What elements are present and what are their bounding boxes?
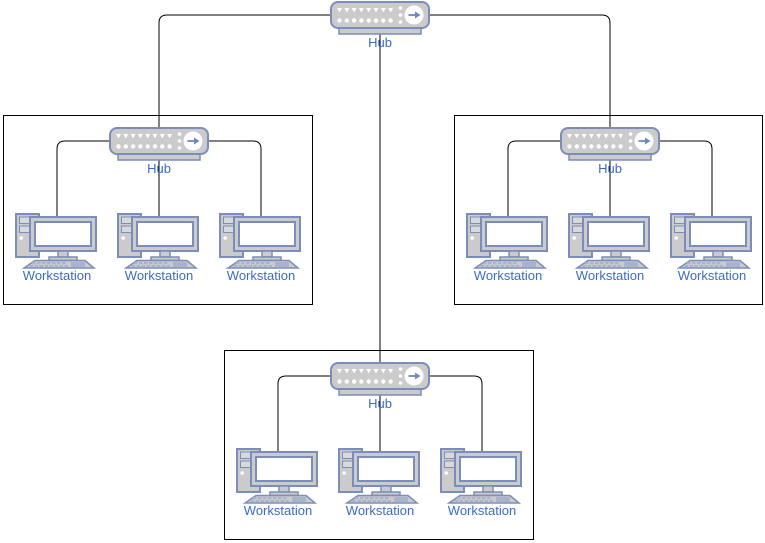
hub-label: Hub [598, 161, 622, 176]
workstation-node[interactable]: Workstation [219, 213, 303, 283]
workstation-icon [338, 448, 422, 504]
hub-node-left[interactable]: Hub [109, 127, 209, 176]
workstation-label: Workstation [345, 503, 415, 518]
workstation-label: Workstation [22, 268, 92, 283]
connector-hub-to-workstation [507, 140, 561, 218]
hub-icon [330, 362, 430, 396]
workstation-label: Workstation [226, 268, 296, 283]
connector-hub-to-workstation [208, 140, 262, 218]
workstation-icon [568, 213, 652, 269]
workstation-label: Workstation [473, 268, 543, 283]
connector-hub-to-workstation [277, 375, 331, 453]
hub-label: Hub [147, 161, 171, 176]
workstation-node[interactable]: Workstation [236, 448, 320, 518]
workstation-node[interactable]: Workstation [338, 448, 422, 518]
group-box-left[interactable] [3, 115, 313, 305]
workstation-label: Workstation [677, 268, 747, 283]
hub-node-right[interactable]: Hub [560, 127, 660, 176]
hub-icon [560, 127, 660, 161]
workstation-node[interactable]: Workstation [670, 213, 754, 283]
workstation-label: Workstation [575, 268, 645, 283]
hub-icon [330, 1, 430, 35]
workstation-icon [117, 213, 201, 269]
workstation-node[interactable]: Workstation [15, 213, 99, 283]
hub-icon [109, 127, 209, 161]
hub-label: Hub [368, 396, 392, 411]
hub-node-bottom[interactable]: Hub [330, 362, 430, 411]
workstation-label: Workstation [447, 503, 517, 518]
workstation-node[interactable]: Workstation [117, 213, 201, 283]
workstation-icon [440, 448, 524, 504]
group-box-right[interactable] [454, 115, 763, 305]
connector-hub-to-workstation [429, 375, 483, 453]
workstation-icon [670, 213, 754, 269]
workstation-icon [236, 448, 320, 504]
connector-hub-to-workstation [56, 140, 110, 218]
workstation-node[interactable]: Workstation [440, 448, 524, 518]
workstation-node[interactable]: Workstation [466, 213, 550, 283]
connector-root-to-left-hub [158, 14, 330, 128]
workstation-label: Workstation [243, 503, 313, 518]
workstation-icon [219, 213, 303, 269]
workstation-node[interactable]: Workstation [568, 213, 652, 283]
connector-root-to-right-hub [430, 14, 611, 128]
hub-node-root[interactable]: Hub [330, 1, 430, 50]
hub-label: Hub [368, 35, 392, 50]
workstation-icon [466, 213, 550, 269]
workstation-icon [15, 213, 99, 269]
workstation-label: Workstation [124, 268, 194, 283]
group-box-bottom[interactable] [224, 350, 534, 540]
connector-hub-to-workstation [659, 140, 713, 218]
